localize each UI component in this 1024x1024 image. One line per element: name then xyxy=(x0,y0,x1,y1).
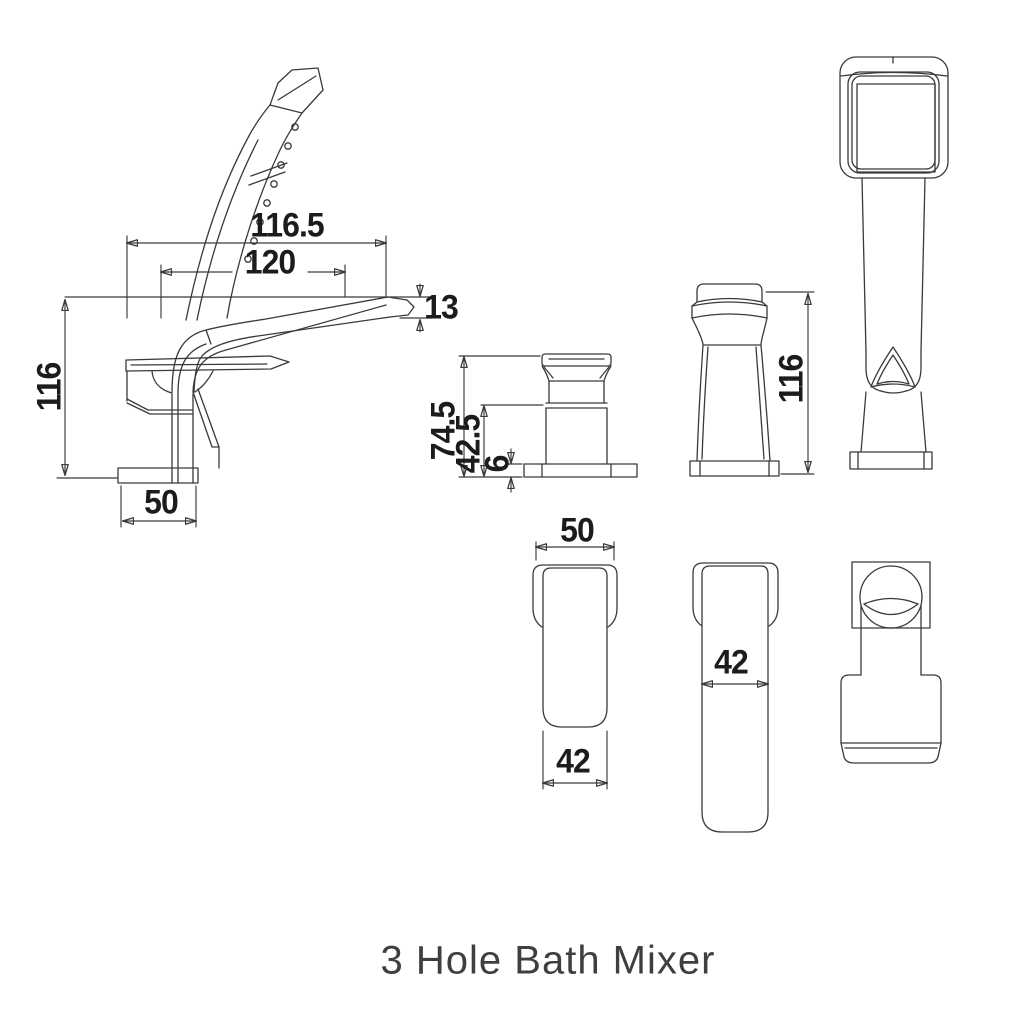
handshower-head-outline xyxy=(839,56,949,179)
view-spout-front xyxy=(458,353,638,493)
valve-dimension-lines xyxy=(765,291,815,475)
holder-handle-outline xyxy=(840,605,942,764)
handle-top-outline xyxy=(532,564,618,728)
dim-spout-front-base-thickness-label: 6 xyxy=(478,455,517,473)
dim-handle-front-width-label: 42 xyxy=(714,643,749,682)
view-mixer-side xyxy=(56,67,433,528)
handle-top-dimension-lines xyxy=(536,541,614,790)
dim-handle-inner-width-label: 42 xyxy=(556,742,591,781)
valve-body-outline xyxy=(689,283,780,477)
dim-mixer-base-width-label: 50 xyxy=(144,483,179,522)
mixer-dimension-lines xyxy=(56,235,433,528)
handle-front-outline xyxy=(692,562,779,833)
dim-handle-outer-width-label: 50 xyxy=(560,511,595,550)
dim-spout-tip-height-label: 13 xyxy=(424,288,459,327)
view-valve-side xyxy=(689,283,815,477)
view-handshower-front xyxy=(839,56,949,470)
view-handle-top xyxy=(532,541,618,790)
wand-nozzle-bumps xyxy=(244,123,299,263)
view-handle-front xyxy=(692,562,779,833)
dim-spout-reach-overall-label: 116.5 xyxy=(250,206,324,245)
dim-valve-height-label: 116 xyxy=(772,354,811,404)
handshower-wand-outline xyxy=(185,67,324,321)
nozzle-grid xyxy=(856,83,936,173)
product-title: 3 Hole Bath Mixer xyxy=(380,938,716,983)
handshower-handle-outline xyxy=(849,177,933,470)
dim-spout-reach-label: 120 xyxy=(244,243,296,282)
dim-mixer-height-label: 116 xyxy=(30,362,69,412)
view-handshower-holder-back xyxy=(840,561,942,764)
holder-plate-outline xyxy=(851,561,931,629)
spout-front-outline xyxy=(523,353,638,478)
mixer-body-outline xyxy=(117,296,415,484)
spout-front-dimension-lines xyxy=(458,355,544,493)
